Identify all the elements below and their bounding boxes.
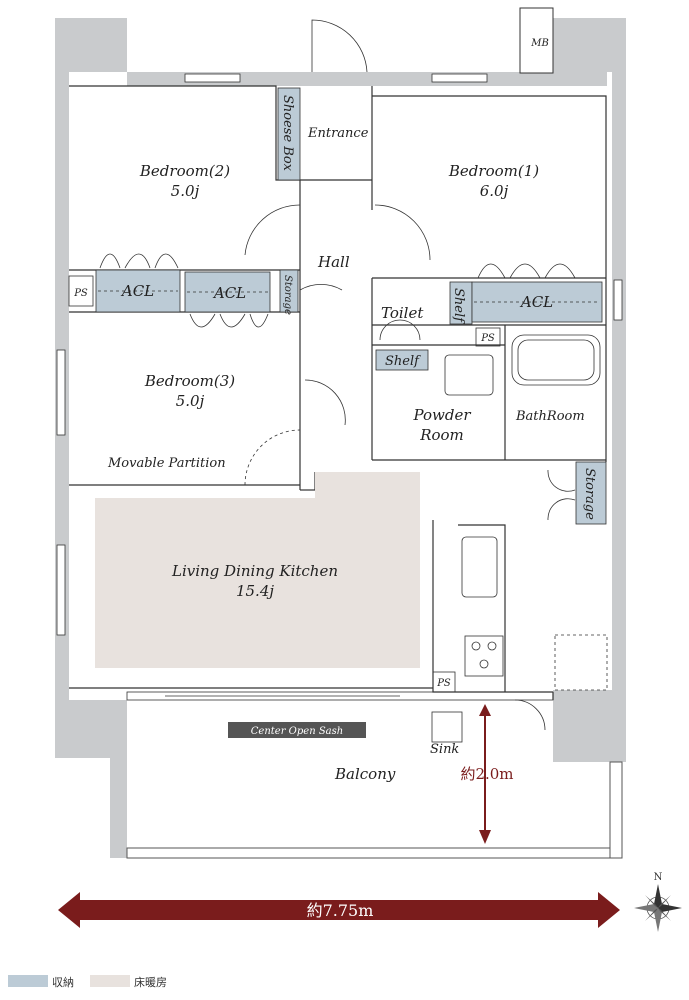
ps-label-bedroom: PS [73,288,88,299]
bedroom2-label: Bedroom(2) [139,162,230,180]
compass-icon [634,884,682,932]
bedroom1-label: Bedroom(1) [448,162,539,180]
width-dimension-arrow [58,892,620,928]
legend-storage-label: 収納 [52,976,74,989]
sash-tag [228,722,366,738]
ldk-storage [575,461,607,525]
bedroom3-label: Bedroom(3) [144,372,235,390]
fixtures [431,7,601,743]
floor-heating-area [95,472,420,668]
shoes-box-label: Shoese Box [280,95,295,172]
partitions [56,73,623,701]
powder-shelf-label: Shelf [385,354,421,369]
hall-storage [279,269,299,313]
legend-floor-heating-swatch [90,975,130,987]
bedroom3-size: 5.0j [176,392,205,410]
hall-label: Hall [317,253,350,271]
storage-units [95,87,607,525]
bedroom2-size: 5.0j [171,182,200,200]
shoes-box [277,87,301,181]
powder-label-2: Room [419,426,464,444]
bedroom1-size: 6.0j [480,182,509,200]
mb-label: MB [530,38,549,49]
compass-label: N [654,872,663,883]
kitchen-sink [461,536,498,598]
acl-label-bedroom2: ACL [120,282,154,300]
bathroom-label: BathRoom [515,409,585,424]
sash-label: Center Open Sash [251,726,343,737]
balcony-label: Balcony [334,765,396,783]
legend-storage-swatch [8,975,48,987]
movable-partition-label: Movable Partition [107,456,226,471]
toilet-label: Toilet [381,304,424,322]
ldk-storage-label: Storage [582,468,597,520]
doors [99,19,608,731]
balcony-sink [431,711,463,743]
entrance-label: Entrance [307,126,369,141]
ps-boxes [68,275,501,693]
acl-label-bedroom1: ACL [519,293,553,311]
depth-dimension [479,704,491,844]
exterior-walls [55,18,626,859]
powder-label-1: Powder [412,406,471,424]
depth-dimension-label: 約2.0m [460,765,513,783]
washbasin [444,354,494,396]
ldk-size: 15.4j [236,582,274,600]
hall-storage-label: Storage [282,275,293,315]
ps-label-bath: PS [480,333,495,344]
legend-floor-heating-label: 床暖房 [134,975,167,989]
powder-shelf [375,349,429,371]
toilet-shelf-label: Shelf [451,288,466,324]
bathtub [511,334,601,386]
stove [464,635,504,677]
ps-label-kitchen: PS [436,678,451,689]
ldk-label: Living Dining Kitchen [171,562,338,580]
acl-label-bedroom3: ACL [212,284,246,302]
width-dimension-label: 約7.75m [307,901,374,920]
sink-label: Sink [430,742,459,757]
